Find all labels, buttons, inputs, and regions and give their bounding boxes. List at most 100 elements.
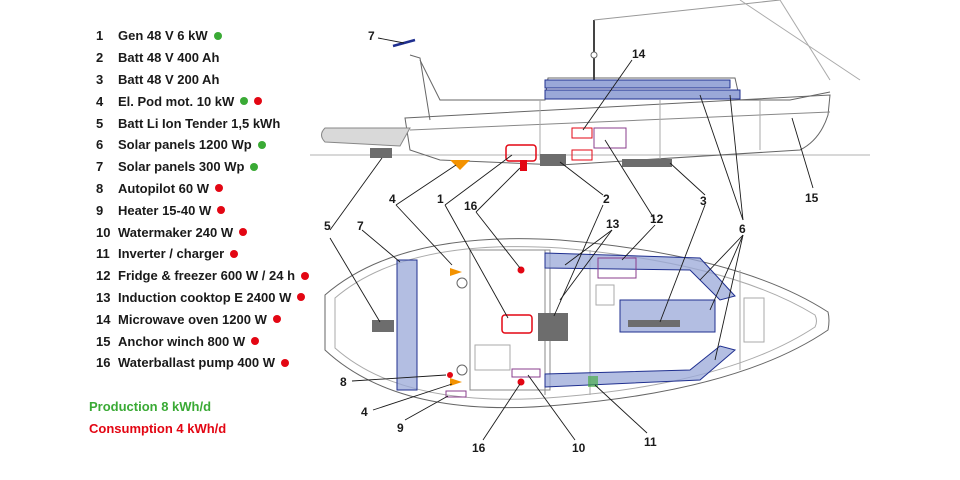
- callout-3-top: 3: [700, 194, 707, 208]
- legend-item-number: 3: [96, 71, 104, 87]
- side-battery-200ah: [622, 159, 672, 167]
- legend-item-number: 13: [96, 289, 111, 305]
- production-dot-icon: [213, 31, 222, 40]
- side-mast-fitting: [590, 51, 598, 59]
- consumption-dot-icon: [297, 293, 306, 302]
- production-dot-icon: [240, 97, 249, 106]
- legend-item-number: 9: [96, 202, 104, 218]
- callout-11-plan: 11: [644, 435, 657, 449]
- legend-item-label: Solar panels 1200 Wp: [118, 137, 252, 153]
- side-battery-400ah: [540, 154, 566, 166]
- plan-inner-deck: [334, 246, 817, 400]
- leader-5-plan: [329, 237, 381, 323]
- legend-item-label: Waterballast pump 400 W: [118, 355, 275, 371]
- callout-16-bottom: 16: [472, 441, 486, 455]
- legend-item: 8 Autopilot 60 W: [96, 178, 309, 200]
- legend-item: 4 El. Pod mot. 10 kW: [96, 90, 309, 112]
- leader-6-side-a: [699, 94, 744, 221]
- side-fridge: [593, 127, 627, 149]
- consumption-dot-icon: [301, 271, 310, 280]
- legend-item: 6 Solar panels 1200 Wp: [96, 134, 309, 156]
- leader-1-side: [444, 154, 513, 206]
- legend-item-number: 4: [96, 93, 104, 109]
- legend-item-number: 15: [96, 333, 111, 349]
- plan-solar-panel-6-port: [544, 252, 736, 301]
- plan-waterballast-pump-starboard: [517, 378, 525, 386]
- legend-item-label: El. Pod mot. 10 kW: [118, 93, 235, 109]
- production-summary-text: Production 8 kWh/d: [89, 399, 212, 414]
- legend-item-number: 11: [96, 246, 110, 262]
- leader-10-plan: [527, 374, 576, 441]
- leader-6-side-b: [729, 94, 744, 221]
- legend-item-number: 12: [96, 268, 111, 284]
- plan-generator: [501, 314, 533, 334]
- leader-15-side: [791, 117, 814, 189]
- leader-12-side: [604, 139, 656, 221]
- consumption-dot-icon: [215, 184, 223, 193]
- side-microwave: [571, 127, 593, 139]
- consumption-dot-icon: [254, 97, 263, 106]
- callout-leader-lines: [329, 37, 814, 441]
- leader-16-bottom: [482, 383, 521, 441]
- legend-item-number: 8: [96, 180, 104, 196]
- plan-watermaker: [511, 368, 541, 378]
- callout-8-plan: 8: [340, 375, 347, 389]
- callout-labels: 7 14 15 4 1 16 2 3 5 7 13 12 6 8 4 9 16 …: [324, 29, 819, 455]
- consumption-dot-icon: [251, 337, 260, 346]
- leader-1-plan: [444, 204, 509, 319]
- legend-item-number: 6: [96, 137, 104, 153]
- callout-6-plan: 6: [739, 222, 746, 236]
- side-hull-outline: [404, 94, 831, 166]
- side-solar-panels: [544, 79, 741, 100]
- leader-6-plan-a: [699, 234, 744, 281]
- side-stern-arch: [409, 54, 431, 121]
- legend-item-label: Anchor winch 800 W: [118, 333, 246, 349]
- leader-7-side: [377, 37, 405, 44]
- legend-item-number: 16: [96, 355, 111, 371]
- side-waterballast-pump: [520, 160, 527, 171]
- legend-item-label: Heater 15-40 W: [118, 202, 212, 218]
- leader-5-side: [329, 157, 383, 231]
- plan-battery-400ah: [538, 313, 568, 341]
- consumption-dot-icon: [281, 358, 289, 367]
- leader-4-bottom: [372, 383, 453, 411]
- consumption-dot-icon: [272, 315, 281, 324]
- leader-9-plan: [404, 395, 449, 421]
- leader-6-plan-b: [709, 234, 744, 311]
- legend-item-label: Watermaker 240 W: [118, 224, 234, 240]
- plan-sink: [595, 284, 615, 306]
- legend-item-label: Gen 48 V 6 kW: [118, 28, 208, 44]
- legend-item: 16 Waterballast pump 400 W: [96, 352, 309, 374]
- callout-10-plan: 10: [572, 441, 586, 455]
- leader-6-plan-c: [714, 234, 744, 361]
- callout-4-top: 4: [389, 192, 396, 206]
- callout-9-plan: 9: [397, 421, 404, 435]
- callout-1-top: 1: [437, 192, 444, 206]
- legend-item-label: Autopilot 60 W: [118, 180, 209, 196]
- leader-16-top-side: [475, 167, 521, 213]
- consumption-dot-icon: [230, 249, 239, 258]
- plan-inverter: [588, 376, 598, 387]
- consumption-dot-icon: [239, 228, 248, 237]
- legend-item-number: 14: [96, 311, 111, 327]
- legend-item-label: Inverter / charger: [118, 246, 225, 262]
- plan-helm-starboard: [456, 364, 468, 376]
- legend-item-number: 5: [96, 115, 104, 131]
- plan-autopilot: [447, 372, 453, 378]
- leader-12-plan: [621, 224, 656, 261]
- plan-battery-200ah: [628, 320, 680, 327]
- leader-7-plan: [361, 229, 401, 263]
- leader-13-plan: [564, 229, 613, 266]
- leader-13-plan-b: [559, 229, 613, 301]
- callout-15-side: 15: [805, 191, 819, 205]
- side-deckhouse: [419, 59, 831, 101]
